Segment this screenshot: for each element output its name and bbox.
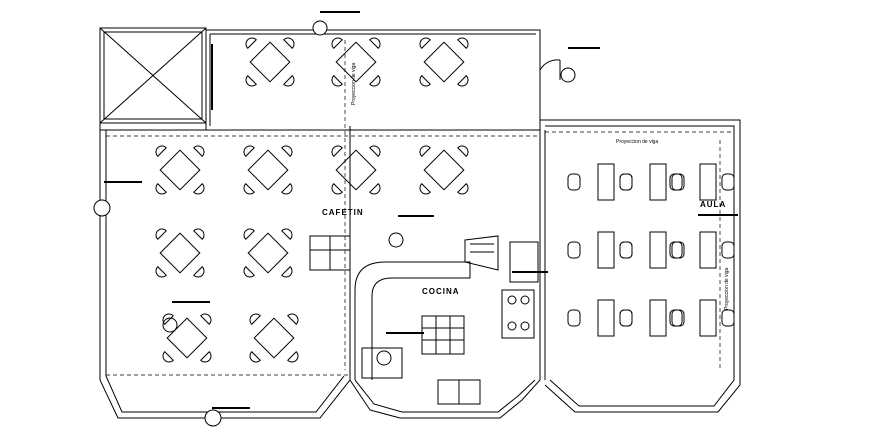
- room-label-classroom: AULA: [700, 200, 726, 209]
- dining-set: [155, 228, 205, 278]
- desk-with-chairs: [567, 299, 633, 337]
- dining-set: [245, 37, 295, 87]
- annotation-tags: [104, 11, 738, 409]
- walls: [99, 27, 741, 419]
- dining-set: [419, 145, 469, 195]
- dining-set: [331, 37, 381, 87]
- dining-set: [155, 145, 205, 195]
- dining-set: [243, 228, 293, 278]
- kitchen-equipment: [309, 235, 539, 405]
- desk-with-chairs: [669, 299, 735, 337]
- room-label-cafeteria: CAFETIN: [322, 208, 364, 217]
- dining-sets: [155, 37, 469, 363]
- beam-note-right: Proyeccion de viga: [724, 268, 730, 310]
- desk-with-chairs: [567, 163, 633, 201]
- room-label-kitchen: COCINA: [422, 287, 460, 296]
- section-markers: [93, 20, 576, 427]
- desk-with-chairs: [619, 299, 685, 337]
- dining-set: [162, 313, 212, 363]
- beam-projection-lines: [106, 40, 734, 376]
- desk-with-chairs: [669, 231, 735, 269]
- desk-with-chairs: [567, 231, 633, 269]
- beam-note-vertical: Proyeccion de viga: [351, 63, 357, 105]
- classroom-desks: [567, 163, 735, 337]
- dining-set: [243, 145, 293, 195]
- desk-with-chairs: [619, 231, 685, 269]
- dining-set: [419, 37, 469, 87]
- desk-with-chairs: [669, 163, 735, 201]
- beam-note-top: Proyeccion de viga: [616, 139, 658, 145]
- desk-with-chairs: [619, 163, 685, 201]
- dining-set: [249, 313, 299, 363]
- dining-set: [331, 145, 381, 195]
